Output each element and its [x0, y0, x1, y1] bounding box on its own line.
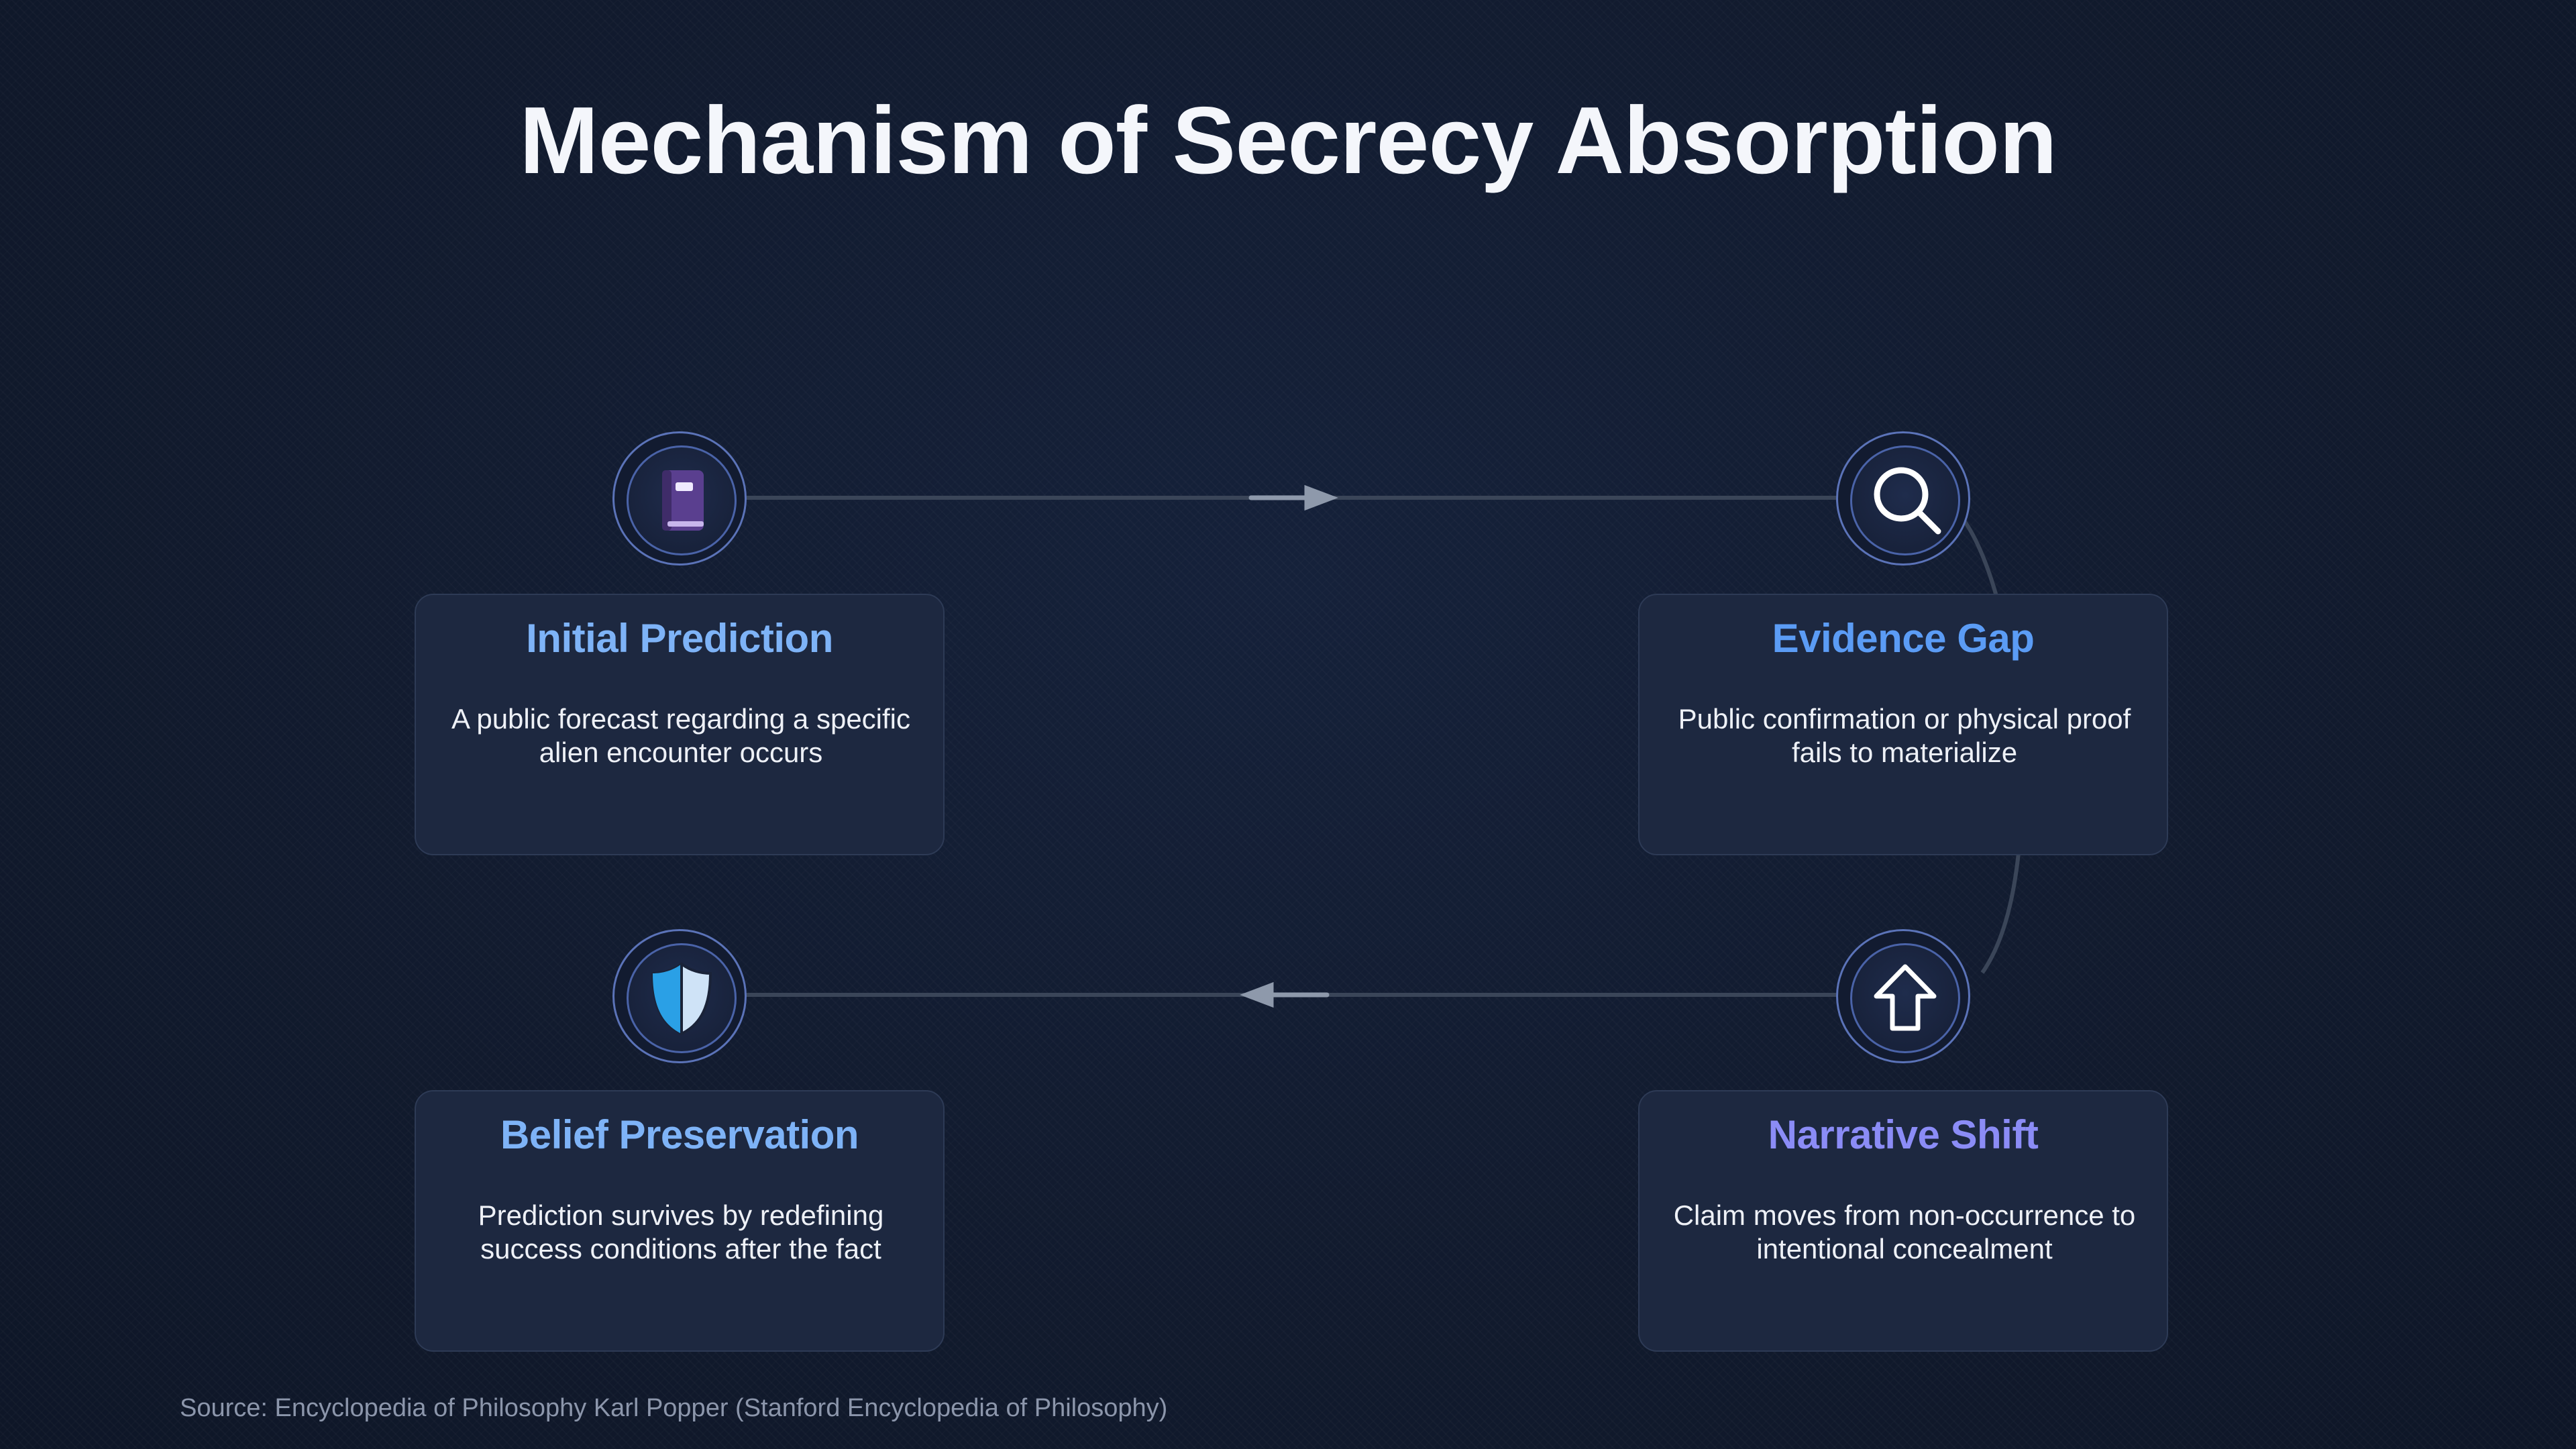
card-narrative-shift: Narrative Shift Claim moves from non-occ… [1638, 1090, 2168, 1352]
card-description: A public forecast regarding a specific a… [451, 703, 911, 768]
card-title: Belief Preservation [500, 1112, 859, 1157]
card-title: Evidence Gap [1772, 616, 2035, 661]
card-description: Public confirmation or physical proof fa… [1678, 703, 2131, 768]
card-belief-preservation: Belief Preservation Prediction survives … [415, 1090, 945, 1352]
card-description: Claim moves from non-occurrence to inten… [1673, 1199, 2136, 1265]
book-icon [662, 470, 704, 531]
up-arrow-icon [1874, 964, 1937, 1031]
card-title: Initial Prediction [526, 616, 833, 661]
arrow-right-icon [1248, 484, 1338, 511]
arrow-left-icon [1240, 981, 1330, 1008]
node-initial-prediction [612, 431, 747, 566]
card-description: Prediction survives by redefining succes… [478, 1199, 884, 1265]
card-evidence-gap: Evidence Gap Public confirmation or phys… [1638, 594, 2168, 855]
node-narrative-shift [1836, 929, 1970, 1063]
card-title: Narrative Shift [1768, 1112, 2039, 1157]
node-evidence-gap [1836, 431, 1970, 566]
page-title: Mechanism of Secrecy Absorption [519, 87, 2057, 194]
card-initial-prediction: Initial Prediction A public forecast reg… [415, 594, 945, 855]
magnifier-icon [1874, 467, 1941, 535]
source-citation: Source: Encyclopedia of Philosophy Karl … [180, 1394, 1168, 1422]
node-belief-preservation [612, 929, 747, 1063]
shield-icon [651, 962, 712, 1036]
